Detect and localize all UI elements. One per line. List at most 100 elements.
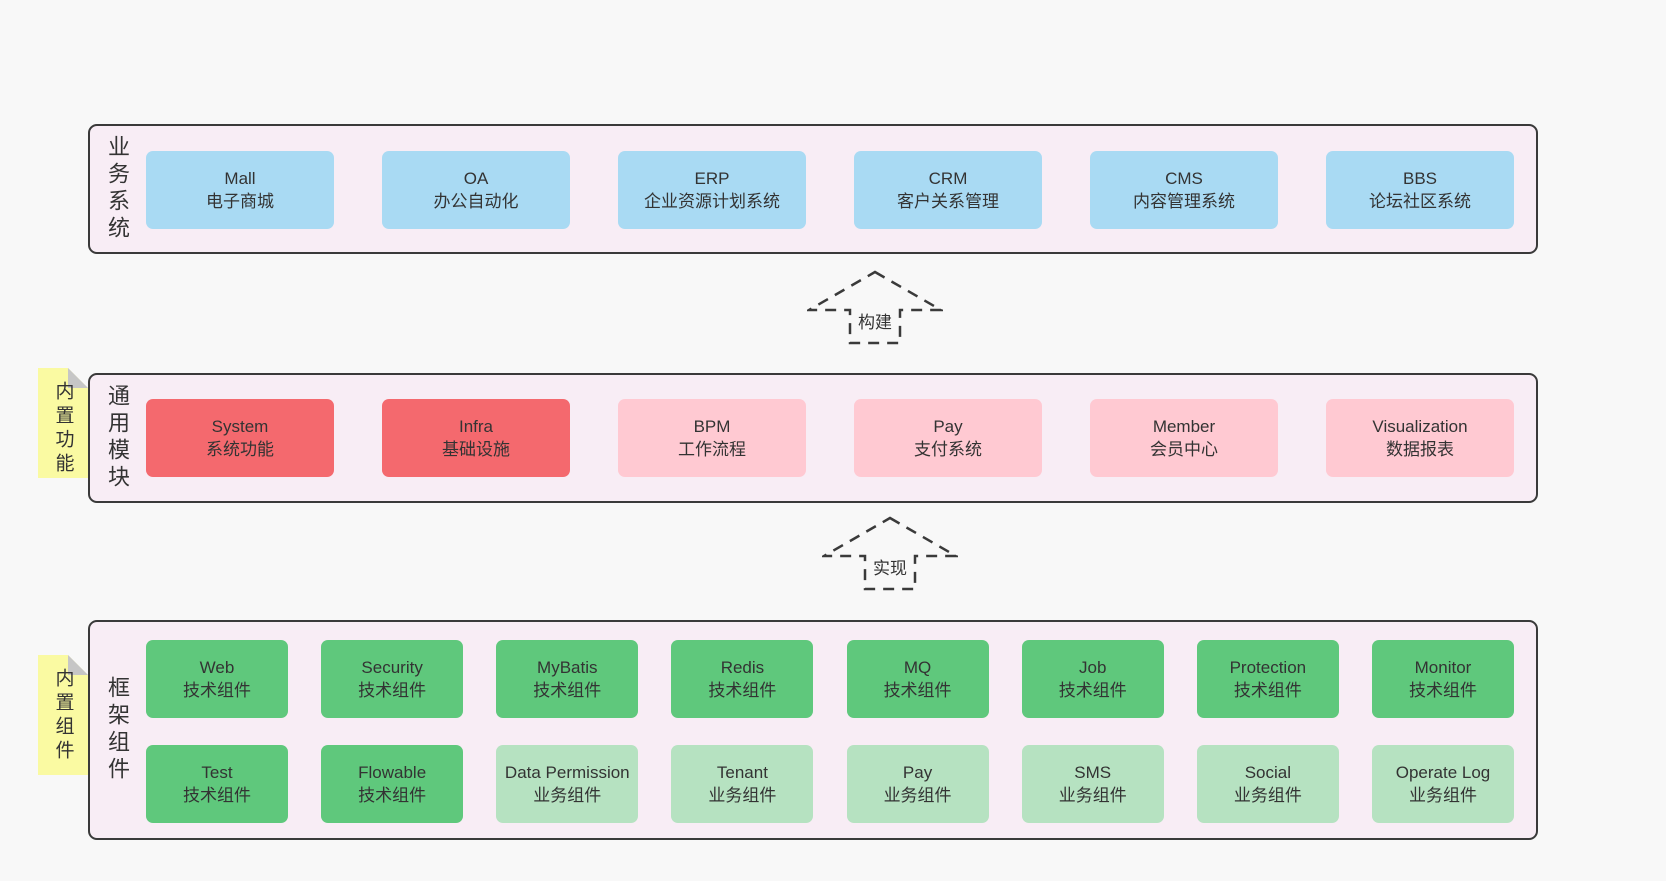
box-desc: 电子商城 bbox=[206, 192, 274, 211]
box-bbs: BBS 论坛社区系统 bbox=[1326, 151, 1514, 229]
box-desc: 业务组件 bbox=[708, 786, 777, 805]
panel-business-systems: 业务系统 Mall 电子商城 OA 办公自动化 ERP 企业资源计划系统 CRM… bbox=[88, 124, 1538, 254]
box-monitor: Monitor 技术组件 bbox=[1371, 640, 1514, 718]
box-redis: Redis 技术组件 bbox=[671, 640, 814, 718]
box-desc: 业务组件 bbox=[1058, 786, 1127, 805]
box-desc: 技术组件 bbox=[358, 786, 427, 805]
box-name: CMS bbox=[1165, 169, 1203, 188]
sticky-note-builtin-features: 内置功能 bbox=[38, 368, 88, 478]
box-name: Visualization bbox=[1372, 417, 1468, 436]
box-name: Security bbox=[361, 658, 423, 677]
arrow-build-label: 构建 bbox=[854, 308, 896, 333]
box-desc: 技术组件 bbox=[1058, 681, 1127, 700]
dashed-up-arrow-icon bbox=[807, 270, 943, 345]
box-desc: 业务组件 bbox=[1408, 786, 1477, 805]
box-bpm: BPM 工作流程 bbox=[618, 399, 806, 477]
box-desc: 技术组件 bbox=[533, 681, 602, 700]
box-desc: 会员中心 bbox=[1150, 440, 1218, 459]
box-desc: 支付系统 bbox=[914, 440, 982, 459]
box-desc: 技术组件 bbox=[883, 681, 952, 700]
sticky-note-text: 内置功能 bbox=[52, 381, 74, 477]
box-desc: 企业资源计划系统 bbox=[644, 192, 780, 211]
box-name: SMS bbox=[1074, 763, 1112, 782]
box-pay-business: Pay 业务组件 bbox=[846, 745, 989, 823]
box-desc: 业务组件 bbox=[883, 786, 952, 805]
box-security: Security 技术组件 bbox=[321, 640, 464, 718]
arrow-implement-label: 实现 bbox=[869, 554, 911, 579]
box-name: Social bbox=[1244, 763, 1291, 782]
box-pay: Pay 支付系统 bbox=[854, 399, 1042, 477]
box-web: Web 技术组件 bbox=[146, 640, 288, 718]
box-name: Pay bbox=[933, 417, 963, 436]
box-mq: MQ 技术组件 bbox=[846, 640, 989, 718]
box-desc: 客户关系管理 bbox=[897, 192, 999, 211]
panel-label-business-systems: 业务系统 bbox=[105, 135, 130, 243]
box-name: Redis bbox=[720, 658, 765, 677]
panel-framework-components: 框架组件 Web 技术组件 Security 技术组件 MyBatis 技术组件… bbox=[88, 620, 1538, 840]
box-name: Mall bbox=[224, 169, 256, 188]
box-tenant: Tenant 业务组件 bbox=[671, 745, 814, 823]
box-oa: OA 办公自动化 bbox=[382, 151, 570, 229]
arrow-build: 构建 bbox=[807, 270, 943, 345]
box-mybatis: MyBatis 技术组件 bbox=[496, 640, 639, 718]
panel-label-common-modules: 通用模块 bbox=[105, 384, 130, 492]
box-desc: 业务组件 bbox=[1233, 786, 1302, 805]
box-desc: 办公自动化 bbox=[433, 192, 519, 211]
box-name: Tenant bbox=[716, 763, 768, 782]
box-desc: 技术组件 bbox=[183, 786, 251, 805]
box-name: Pay bbox=[902, 763, 933, 782]
box-name: Monitor bbox=[1414, 658, 1472, 677]
arrow-implement: 实现 bbox=[822, 516, 958, 591]
box-flowable: Flowable 技术组件 bbox=[321, 745, 464, 823]
box-desc: 系统功能 bbox=[206, 440, 274, 459]
box-name: Test bbox=[201, 763, 233, 782]
box-member: Member 会员中心 bbox=[1090, 399, 1278, 477]
box-infra: Infra 基础设施 bbox=[382, 399, 570, 477]
box-desc: 基础设施 bbox=[442, 440, 510, 459]
sticky-note-builtin-components: 内置组件 bbox=[38, 655, 88, 775]
box-name: OA bbox=[463, 169, 489, 188]
box-name: BPM bbox=[693, 417, 731, 436]
box-operate-log: Operate Log 业务组件 bbox=[1371, 745, 1514, 823]
box-mall: Mall 电子商城 bbox=[146, 151, 334, 229]
box-system: System 系统功能 bbox=[146, 399, 334, 477]
box-desc: 业务组件 bbox=[533, 786, 602, 805]
box-desc: 技术组件 bbox=[708, 681, 777, 700]
box-desc: 数据报表 bbox=[1386, 440, 1454, 459]
box-social: Social 业务组件 bbox=[1196, 745, 1339, 823]
box-erp: ERP 企业资源计划系统 bbox=[618, 151, 806, 229]
box-name: Job bbox=[1078, 658, 1107, 677]
dashed-up-arrow-icon bbox=[822, 516, 958, 591]
box-name: Infra bbox=[458, 417, 494, 436]
box-visualization: Visualization 数据报表 bbox=[1326, 399, 1514, 477]
box-name: BBS bbox=[1402, 169, 1438, 188]
box-name: Protection bbox=[1229, 658, 1307, 677]
box-name: CRM bbox=[928, 169, 968, 188]
box-name: Data Permission bbox=[504, 763, 630, 782]
box-cms: CMS 内容管理系统 bbox=[1090, 151, 1278, 229]
box-name: System bbox=[211, 417, 269, 436]
box-desc: 技术组件 bbox=[1408, 681, 1477, 700]
box-name: MQ bbox=[903, 658, 932, 677]
box-name: Member bbox=[1152, 417, 1216, 436]
box-test: Test 技术组件 bbox=[146, 745, 288, 823]
panel-common-modules: 通用模块 System 系统功能 Infra 基础设施 BPM 工作流程 Pay… bbox=[88, 373, 1538, 503]
box-data-permission: Data Permission 业务组件 bbox=[496, 745, 639, 823]
panel-label-framework-components: 框架组件 bbox=[105, 676, 130, 784]
box-name: Operate Log bbox=[1395, 763, 1491, 782]
box-job: Job 技术组件 bbox=[1021, 640, 1164, 718]
box-desc: 技术组件 bbox=[1233, 681, 1302, 700]
box-protection: Protection 技术组件 bbox=[1196, 640, 1339, 718]
box-name: Web bbox=[199, 658, 235, 677]
box-desc: 论坛社区系统 bbox=[1369, 192, 1471, 211]
sticky-note-text: 内置组件 bbox=[52, 668, 74, 764]
box-desc: 工作流程 bbox=[678, 440, 746, 459]
box-crm: CRM 客户关系管理 bbox=[854, 151, 1042, 229]
box-name: MyBatis bbox=[537, 658, 598, 677]
box-desc: 内容管理系统 bbox=[1133, 192, 1235, 211]
box-desc: 技术组件 bbox=[358, 681, 427, 700]
box-desc: 技术组件 bbox=[183, 681, 251, 700]
box-sms: SMS 业务组件 bbox=[1021, 745, 1164, 823]
box-name: ERP bbox=[694, 169, 730, 188]
box-name: Flowable bbox=[358, 763, 427, 782]
